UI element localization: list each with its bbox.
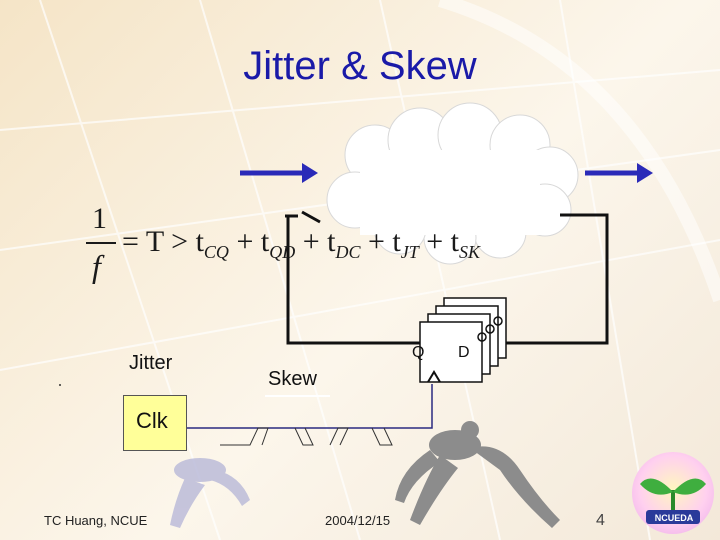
footer-date: 2004/12/15 — [325, 513, 391, 528]
sub-sk: SK — [459, 242, 481, 262]
rhs-tsk: + t — [418, 225, 460, 258]
sub-cq: CQ — [203, 242, 229, 262]
feedback-wire — [285, 210, 609, 345]
input-arrow — [240, 163, 318, 183]
rhs-tdc: + t — [295, 225, 336, 258]
sub-jt: JT — [400, 242, 419, 262]
formula-denominator: f — [92, 248, 101, 284]
clock-waveforms — [220, 427, 393, 446]
runner-figure-faded — [170, 458, 250, 528]
rhs-eq: = T > t — [122, 225, 204, 258]
skew-label: Skew — [268, 368, 317, 390]
logic-cloud — [326, 102, 579, 265]
d-label: D — [458, 344, 470, 361]
slide-title: Jitter & Skew — [243, 44, 477, 88]
footer-author: TC Huang, NCUE — [44, 513, 148, 528]
dot-marker — [59, 384, 61, 386]
jitter-label: Jitter — [129, 352, 173, 374]
ncueda-logo — [632, 452, 714, 534]
clock-wire — [187, 384, 433, 429]
timing-formula: 1 f = T > tCQ + tQD + tDC + tJT + tSK — [80, 200, 600, 300]
flip-flop-stack — [419, 297, 507, 383]
formula-rhs: = T > tCQ + tQD + tDC + tJT + tSK — [122, 225, 480, 263]
output-arrow — [585, 163, 653, 183]
sprout-icon — [640, 478, 706, 524]
runner-figure — [395, 421, 560, 528]
sub-dc: DC — [335, 242, 361, 262]
sub-qd: QD — [269, 242, 296, 262]
logo-text: NCUEDA — [654, 513, 694, 523]
formula-numerator: 1 — [92, 202, 107, 235]
clk-source-box: Clk — [123, 395, 187, 451]
q-label: Q — [412, 344, 425, 361]
rhs-tqd: + t — [228, 225, 270, 258]
rhs-tjt: + t — [360, 225, 401, 258]
clk-label: Clk — [136, 408, 168, 433]
page-number: 4 — [596, 512, 605, 529]
fraction-bar — [86, 242, 116, 244]
